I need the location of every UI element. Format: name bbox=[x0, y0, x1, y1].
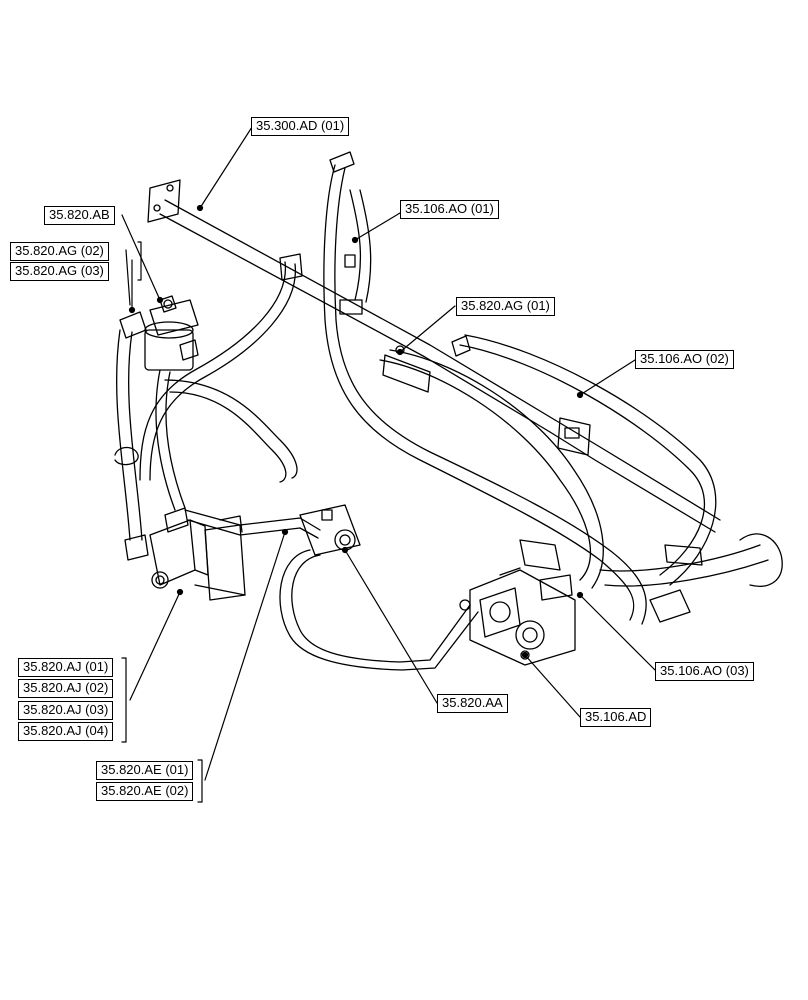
priority-valve-block bbox=[149, 507, 246, 601]
callout-35-820-aj-04[interactable]: 35.820.AJ (04) bbox=[18, 722, 114, 741]
hydraulic-pump bbox=[459, 539, 576, 666]
callout-35-820-ab[interactable]: 35.820.AB bbox=[44, 206, 115, 225]
callout-35-820-ae-02[interactable]: 35.820.AE (02) bbox=[96, 782, 194, 801]
lower-return-tube bbox=[279, 549, 479, 671]
callout-35-820-aj-02[interactable]: 35.820.AJ (02) bbox=[18, 679, 114, 698]
callout-35-820-ae-01[interactable]: 35.820.AE (01) bbox=[96, 761, 194, 780]
left-hose bbox=[139, 253, 303, 483]
callout-35-106-ao-01[interactable]: 35.106.AO (01) bbox=[400, 200, 499, 219]
left-vertical-hoses bbox=[114, 329, 186, 561]
pressure-tube bbox=[184, 509, 321, 539]
filter-assembly bbox=[119, 295, 199, 371]
hose-ao03 bbox=[379, 345, 783, 623]
callout-35-820-aj-03[interactable]: 35.820.AJ (03) bbox=[18, 701, 114, 720]
callout-35-106-ao-02[interactable]: 35.106.AO (02) bbox=[635, 350, 734, 369]
callout-35-820-aa[interactable]: 35.820.AA bbox=[437, 694, 508, 713]
group-brackets bbox=[121, 241, 203, 803]
callout-35-820-ag-01[interactable]: 35.820.AG (01) bbox=[456, 297, 555, 316]
upper-steel-tube bbox=[147, 179, 721, 533]
hose-ao02 bbox=[451, 334, 717, 586]
callout-35-106-ao-03[interactable]: 35.106.AO (03) bbox=[655, 662, 754, 681]
callout-35-820-ag-03[interactable]: 35.820.AG (03) bbox=[10, 262, 109, 281]
vertical-hose-ao01 bbox=[323, 151, 647, 625]
callout-35-820-ag-02[interactable]: 35.820.AG (02) bbox=[10, 242, 109, 261]
leader-lines bbox=[121, 126, 656, 781]
callout-35-300-ad-01[interactable]: 35.300.AD (01) bbox=[251, 117, 350, 136]
callout-35-106-ad[interactable]: 35.106.AD bbox=[580, 708, 652, 727]
callout-35-820-aj-01[interactable]: 35.820.AJ (01) bbox=[18, 658, 114, 677]
steering-valve bbox=[299, 504, 361, 556]
